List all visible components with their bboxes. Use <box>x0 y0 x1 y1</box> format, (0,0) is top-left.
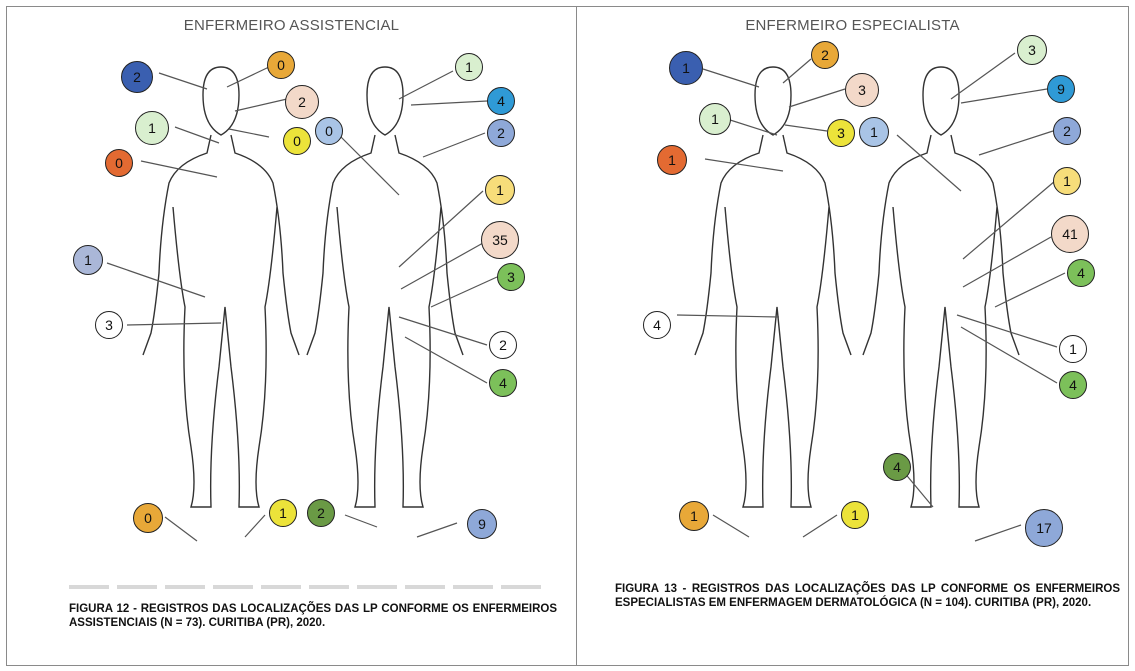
count-badge: 1 <box>1059 335 1087 363</box>
count-badge: 2 <box>121 61 153 93</box>
count-badge: 1 <box>699 103 731 135</box>
count-badge: 3 <box>1017 35 1047 65</box>
leader-line <box>159 73 207 89</box>
leader-line <box>963 237 1051 287</box>
count-badge: 1 <box>269 499 297 527</box>
leader-line <box>785 125 827 131</box>
figure-caption-12: FIGURA 12 - REGISTROS DAS LOCALIZAÇÕES D… <box>69 603 557 630</box>
leader-line <box>963 181 1055 259</box>
count-badge: 4 <box>883 453 911 481</box>
leader-line <box>411 101 487 105</box>
count-badge: 0 <box>133 503 163 533</box>
leader-line <box>705 159 783 171</box>
count-badge: 1 <box>485 175 515 205</box>
count-badge: 4 <box>1059 371 1087 399</box>
leader-line <box>141 161 217 177</box>
count-badge: 3 <box>497 263 525 291</box>
count-badge: 9 <box>467 509 497 539</box>
count-badge: 2 <box>811 41 839 69</box>
count-badge: 1 <box>455 53 483 81</box>
count-badge: 1 <box>135 111 169 145</box>
leader-line <box>951 53 1015 99</box>
count-badge: 9 <box>1047 75 1075 103</box>
leader-line <box>229 129 269 137</box>
figure-caption-13: FIGURA 13 - REGISTROS DAS LOCALIZAÇÕES D… <box>615 583 1120 610</box>
count-badge: 4 <box>1067 259 1095 287</box>
count-badge: 35 <box>481 221 519 259</box>
leader-line <box>337 133 399 195</box>
leader-line <box>961 327 1057 383</box>
count-badge: 2 <box>487 119 515 147</box>
count-badge: 17 <box>1025 509 1063 547</box>
leader-line <box>227 67 269 87</box>
leader-line <box>727 119 777 135</box>
faded-text-strip <box>69 585 547 589</box>
leader-line <box>245 515 265 537</box>
count-badge: 0 <box>105 149 133 177</box>
count-badge: 1 <box>859 117 889 147</box>
count-badge: 4 <box>643 311 671 339</box>
panel-enfermeiro-assistencial: ENFERMEIRO ASSISTENCIAL <box>6 6 577 666</box>
leader-line <box>703 69 759 87</box>
count-badge: 3 <box>827 119 855 147</box>
count-badge: 2 <box>489 331 517 359</box>
count-badge: 1 <box>657 145 687 175</box>
leader-line <box>713 515 749 537</box>
count-badge: 2 <box>307 499 335 527</box>
leader-line <box>127 323 221 325</box>
leader-line <box>405 337 487 383</box>
count-badge: 41 <box>1051 215 1089 253</box>
count-badge: 0 <box>315 117 343 145</box>
count-badge: 1 <box>679 501 709 531</box>
leader-line <box>345 515 377 527</box>
count-badge: 2 <box>285 85 319 119</box>
leader-line <box>165 517 197 541</box>
leader-line <box>903 471 933 507</box>
panel-enfermeiro-especialista: ENFERMEIRO ESPECIALISTA <box>576 6 1129 666</box>
leader-line <box>417 523 457 537</box>
leader-line <box>961 89 1047 103</box>
leader-line <box>431 277 497 307</box>
count-badge: 4 <box>487 87 515 115</box>
count-badge: 1 <box>73 245 103 275</box>
count-badge: 3 <box>95 311 123 339</box>
count-badge: 2 <box>1053 117 1081 145</box>
count-badge: 3 <box>845 73 879 107</box>
count-badge: 0 <box>283 127 311 155</box>
leader-line <box>235 99 287 111</box>
leader-line <box>783 59 811 83</box>
leader-line <box>957 315 1057 347</box>
leader-line <box>975 525 1021 541</box>
count-badge: 1 <box>669 51 703 85</box>
leader-line <box>789 89 845 107</box>
count-badge: 0 <box>267 51 295 79</box>
count-badge: 1 <box>841 501 869 529</box>
count-badge: 1 <box>1053 167 1081 195</box>
leader-line <box>107 263 205 297</box>
count-badge: 4 <box>489 369 517 397</box>
leader-line <box>401 243 483 289</box>
leader-line <box>803 515 837 537</box>
leader-line <box>677 315 779 317</box>
leader-line <box>399 71 453 99</box>
leader-line <box>979 131 1053 155</box>
leader-line <box>175 127 219 143</box>
leader-line <box>423 133 485 157</box>
